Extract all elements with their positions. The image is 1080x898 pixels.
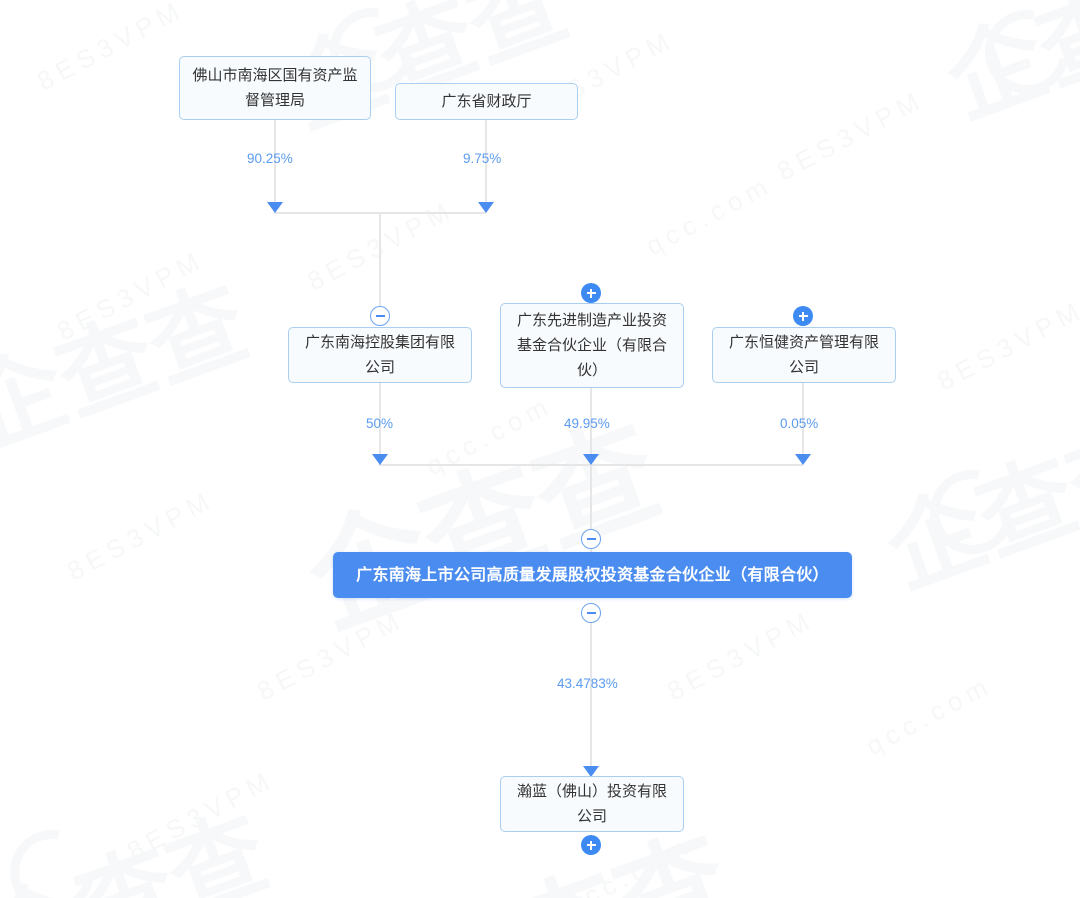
watermark-logo: 企查查: [291, 402, 676, 652]
watermark-logo: 企查查: [0, 268, 261, 468]
node-level2-1[interactable]: 广东先进制造产业投资基金合伙企业（有限合伙）: [500, 303, 684, 388]
node-level4-0[interactable]: 瀚蓝（佛山）投资有限公司: [500, 776, 684, 832]
node-label: 广东南海上市公司高质量发展股权投资基金合伙企业（有限合伙）: [356, 566, 829, 584]
watermark-logo: 企查查: [933, 0, 1080, 138]
node-root[interactable]: 广东南海上市公司高质量发展股权投资基金合伙企业（有限合伙）: [333, 552, 852, 598]
node-label: 广东省财政厅: [441, 93, 532, 110]
watermark-text: 8ES3VPM: [32, 0, 190, 97]
watermark-logo: 企查查: [0, 798, 281, 898]
connector-line: [379, 383, 381, 455]
expand-toggle-level2-1[interactable]: [581, 283, 601, 303]
node-label: 瀚蓝（佛山）投资有限公司: [516, 783, 667, 825]
watermark-text: 8ES3VPM: [772, 83, 930, 187]
collapse-toggle-root-top[interactable]: [581, 529, 601, 549]
expand-toggle-level2-2[interactable]: [793, 306, 813, 326]
node-label: 广东先进制造产业投资基金合伙企业（有限合伙）: [516, 312, 667, 379]
connector-line: [802, 383, 804, 455]
watermark-text: 8ES3VPM: [252, 603, 410, 707]
collapse-toggle-level2-0[interactable]: [370, 306, 390, 326]
node-label: 广东恒健资产管理有限公司: [728, 334, 879, 376]
arrow-down-icon: [795, 454, 811, 465]
watermark-text: 8ES3VPM: [932, 293, 1080, 397]
arrow-down-icon: [583, 766, 599, 777]
percent-label-level1-1: 9.75%: [463, 151, 502, 166]
node-level1-1[interactable]: 广东省财政厅: [395, 83, 578, 120]
percent-label-level4-0: 43.4783%: [557, 676, 618, 691]
percent-label-level2-2: 0.05%: [780, 416, 819, 431]
watermark-text: qcc.com: [860, 669, 998, 761]
arrow-down-icon: [267, 202, 283, 213]
arrow-down-icon: [478, 202, 494, 213]
node-level1-0[interactable]: 佛山市南海区国有资产监督管理局: [179, 56, 371, 120]
watermark-ring: [913, 453, 1031, 571]
collapse-toggle-root-bottom[interactable]: [581, 603, 601, 623]
watermark-text: qcc.com: [420, 389, 558, 481]
watermark-text: 8ES3VPM: [122, 763, 280, 867]
watermark-text: 8ES3VPM: [52, 243, 210, 347]
connector-line: [485, 120, 487, 203]
percent-label-level1-0: 90.25%: [247, 151, 293, 166]
node-label: 佛山市南海区国有资产监督管理局: [192, 67, 358, 109]
node-level2-0[interactable]: 广东南海控股集团有限公司: [288, 327, 472, 383]
connector-line: [274, 120, 276, 203]
watermark-ring: [968, 0, 1080, 111]
connector-line: [590, 464, 592, 552]
watermark-text: qcc.com: [640, 169, 778, 261]
arrow-down-icon: [372, 454, 388, 465]
percent-label-level2-0: 50%: [366, 416, 394, 431]
watermark-text: 8ES3VPM: [62, 483, 220, 587]
connector-line: [379, 212, 381, 320]
connector-line: [590, 622, 592, 769]
connector-line: [590, 388, 592, 455]
watermark-ring: [0, 813, 111, 898]
watermark-text: 8ES3VPM: [662, 603, 820, 707]
arrow-down-icon: [583, 454, 599, 465]
expand-toggle-level4-0[interactable]: [581, 835, 601, 855]
watermark-logo: 企查查: [873, 408, 1080, 608]
percent-label-level2-1: 49.95%: [564, 416, 610, 431]
node-label: 广东南海控股集团有限公司: [304, 334, 455, 376]
node-level2-2[interactable]: 广东恒健资产管理有限公司: [712, 327, 896, 383]
